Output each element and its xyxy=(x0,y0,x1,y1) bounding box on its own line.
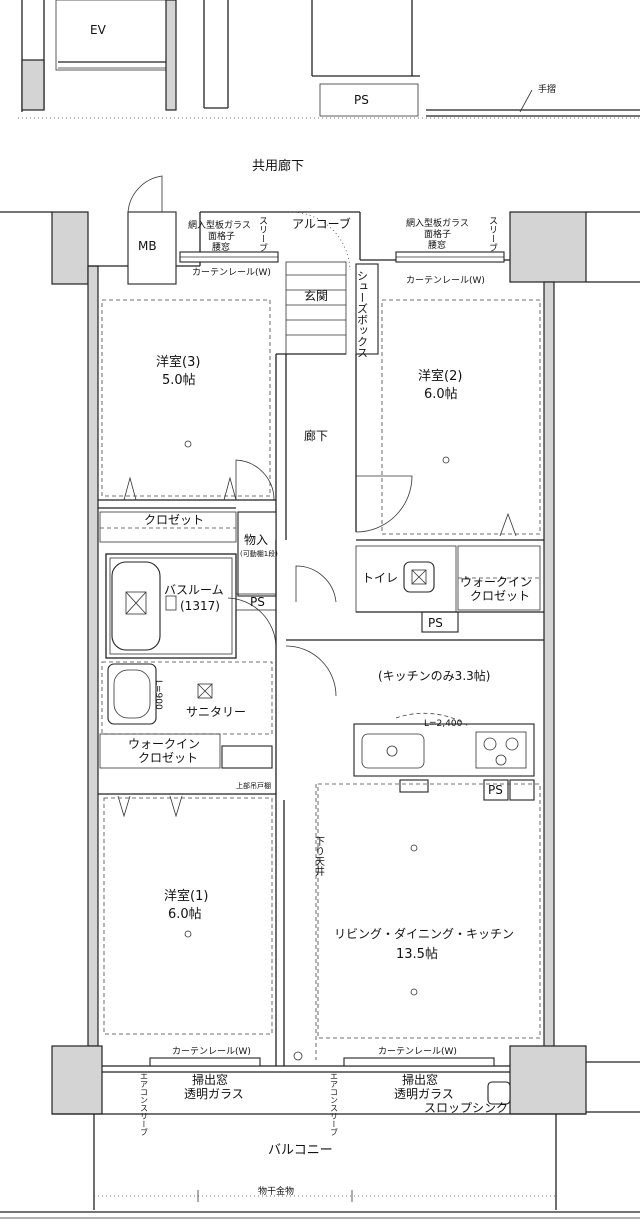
sash-right-line2: 透明ガラス xyxy=(394,1087,454,1101)
shoes-box-label: シューズボックス xyxy=(356,270,369,358)
elevator-hall xyxy=(18,0,640,119)
room1-size: 6.0帖 xyxy=(168,907,202,922)
ac-sleeve-left: エアコンスリーブ xyxy=(140,1072,149,1136)
room1-walls xyxy=(103,797,273,1035)
room2-name: 洋室(2) xyxy=(418,368,462,384)
ev-label: EV xyxy=(90,23,107,37)
outer-walls xyxy=(0,211,640,1115)
toilet-label: トイレ xyxy=(362,571,398,585)
closet-label: クロゼット xyxy=(144,513,204,527)
glass-left-line2: 面格子 xyxy=(208,230,235,242)
sleeve-top-left: スリーブ xyxy=(257,216,267,252)
balcony-area xyxy=(0,1113,640,1219)
ps-kitchen-label: PS xyxy=(488,783,503,797)
center-partition xyxy=(275,540,317,1066)
glass-left-line1: 網入型板ガラス xyxy=(188,219,251,231)
kitchen xyxy=(285,639,544,801)
bathroom-name: バスルーム xyxy=(164,583,224,597)
room3-walls xyxy=(98,299,276,509)
room3-name: 洋室(3) xyxy=(156,354,200,370)
wic-right-line1: ウォークイン xyxy=(460,575,532,589)
drying-hardware-label: 物干金物 xyxy=(258,1185,294,1197)
entrance-area xyxy=(275,261,379,540)
toilet-wic-right xyxy=(295,545,544,633)
kitchen-only-label: (キッチンのみ3.3帖) xyxy=(378,668,490,683)
ps-toilet-label: PS xyxy=(428,616,443,630)
front-windows xyxy=(179,211,505,271)
handrail-label: 手摺 xyxy=(538,83,556,95)
ldk xyxy=(317,783,541,1039)
ldk-name: リビング・ダイニング・キッチン xyxy=(334,926,514,941)
slop-sink-label: スロップシンク xyxy=(424,1101,508,1115)
wic-right-line2: クロゼット xyxy=(470,589,530,603)
ldk-size: 13.5帖 xyxy=(396,947,438,962)
curtain-rail-left-label: カーテンレール(W) xyxy=(192,267,271,278)
glass-right-line1: 網入型板ガラス xyxy=(406,217,469,229)
glass-right-line2: 面格子 xyxy=(424,228,451,240)
storage xyxy=(237,511,277,597)
room1-name: 洋室(1) xyxy=(164,888,208,904)
wic-left-line2: クロゼット xyxy=(138,751,198,765)
room2-walls xyxy=(355,299,544,541)
room2-size: 6.0帖 xyxy=(424,387,458,402)
hallway-label: 廊下 xyxy=(304,428,328,443)
meter-box xyxy=(127,175,177,285)
sash-right-line1: 掃出窓 xyxy=(402,1072,438,1087)
curtain-rail-bottom-left: カーテンレール(W) xyxy=(172,1046,251,1057)
bathroom-size: (1317) xyxy=(180,599,220,613)
sash-left-line1: 掃出窓 xyxy=(192,1072,228,1087)
bathroom xyxy=(105,553,277,659)
glass-left-line3: 腰窓 xyxy=(212,241,230,253)
bottom-windows xyxy=(149,1051,511,1105)
counter-length: L=2,400 xyxy=(424,719,463,729)
sanitary-label: サニタリー xyxy=(186,705,246,719)
storage-note: (可動棚1段) xyxy=(240,549,278,558)
mb-label: MB xyxy=(138,239,157,253)
room3-size: 5.0帖 xyxy=(162,373,196,388)
wic-left xyxy=(98,733,276,818)
closet-strip xyxy=(99,511,237,543)
upper-storage-label: 上部吊戸棚 xyxy=(236,781,271,790)
l900-label: L=900 xyxy=(153,680,163,710)
alcove-label: アルコーブ xyxy=(292,216,351,231)
balcony-label: バルコニー xyxy=(268,1143,333,1158)
sash-left-line2: 透明ガラス xyxy=(184,1087,244,1101)
common-corridor-label: 共用廊下 xyxy=(252,158,304,174)
wic-left-line1: ウォークイン xyxy=(128,737,200,751)
storage-name: 物入 xyxy=(244,533,268,547)
curtain-rail-right-label: カーテンレール(W) xyxy=(406,275,485,286)
lowered-ceiling-label: 下り天井 xyxy=(313,836,325,877)
curtain-rail-bottom-right: カーテンレール(W) xyxy=(378,1046,457,1057)
sanitary xyxy=(101,597,277,735)
ps-top-label: PS xyxy=(354,93,369,107)
sleeve-top-right: スリーブ xyxy=(487,216,497,252)
glass-right-line3: 腰窓 xyxy=(428,239,446,251)
ac-sleeve-right: エアコンスリーブ xyxy=(330,1072,339,1136)
entrance-label: 玄関 xyxy=(304,288,328,303)
ps-bath-label: PS xyxy=(250,595,265,609)
